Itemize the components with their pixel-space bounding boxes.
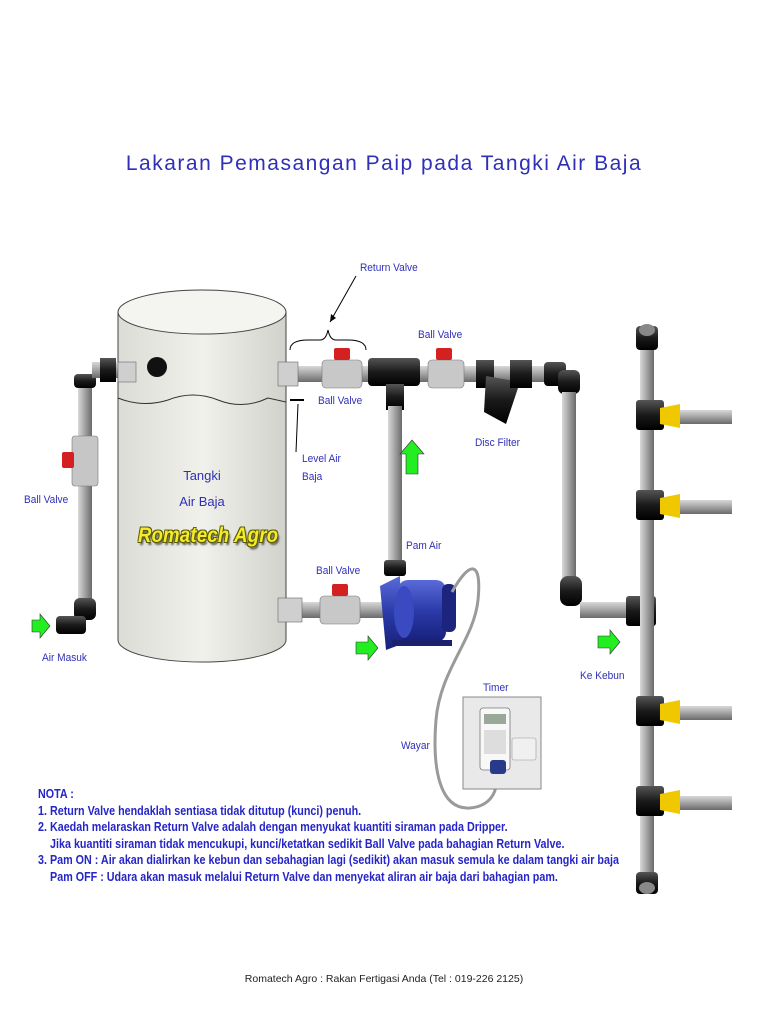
flow-arrow-inlet [31,613,51,639]
flow-arrow-garden [597,629,621,655]
label-disc-filter: Disc Filter [475,437,520,449]
notes-block: NOTA : 1. Return Valve hendaklah sentias… [38,786,619,885]
label-timer: Timer [483,682,509,694]
diagram-title: Lakaran Pemasangan Paip pada Tangki Air … [125,152,643,175]
note-3: 3. Pam ON : Air akan dialirkan ke kebun … [38,853,619,867]
note-1: 1. Return Valve hendaklah sentiasa tidak… [38,803,362,818]
label-pam-air: Pam Air [406,540,442,552]
ball-valve-left[interactable] [62,435,99,487]
ball-valve-bottom[interactable] [319,584,361,625]
wire [433,567,498,810]
footer-text: Romatech Agro : Rakan Fertigasi Anda (Te… [244,973,524,985]
branch-outlets [636,400,732,816]
ball-valve-top[interactable] [427,348,465,389]
label-air-masuk: Air Masuk [42,652,87,664]
label-ball-valve-left: Ball Valve [24,494,69,506]
note-2: 2. Kaedah melaraskan Return Valve adalah… [38,820,508,834]
label-level-1: Level Air [302,453,341,465]
label-ball-valve-top: Ball Valve [318,395,363,407]
label-ke-kebun: Ke Kebun [580,670,625,682]
label-level-2: Baja [302,471,323,483]
notes-heading: NOTA : [38,787,74,801]
disc-filter [476,360,532,424]
brand-logo-text: Romatech Agro [138,524,279,547]
water-pump [380,576,456,650]
note-2b: Jika kuantiti siraman tidak mencukupi, k… [50,836,565,851]
note-3b: Pam OFF : Udara akan masuk melalui Retur… [50,869,558,884]
inlet-pipe [56,358,137,634]
fertilizer-tank [117,289,287,663]
tank-inlet-hole [147,357,167,377]
label-return-valve: Return Valve [360,262,418,274]
label-wayar: Wayar [401,740,430,752]
timer-device [462,696,542,790]
flow-arrow-return [399,439,425,475]
tank-label-1: Tangki [183,468,221,483]
flow-arrow-pump [355,635,379,661]
label-ball-valve-top-right: Ball Valve [418,329,463,341]
flow-arrows [31,439,621,661]
ball-valve-return[interactable] [321,348,363,389]
garden-pipe [544,324,658,894]
tank-label-2: Air Baja [179,494,225,509]
label-ball-valve-bottom: Ball Valve [316,565,361,577]
